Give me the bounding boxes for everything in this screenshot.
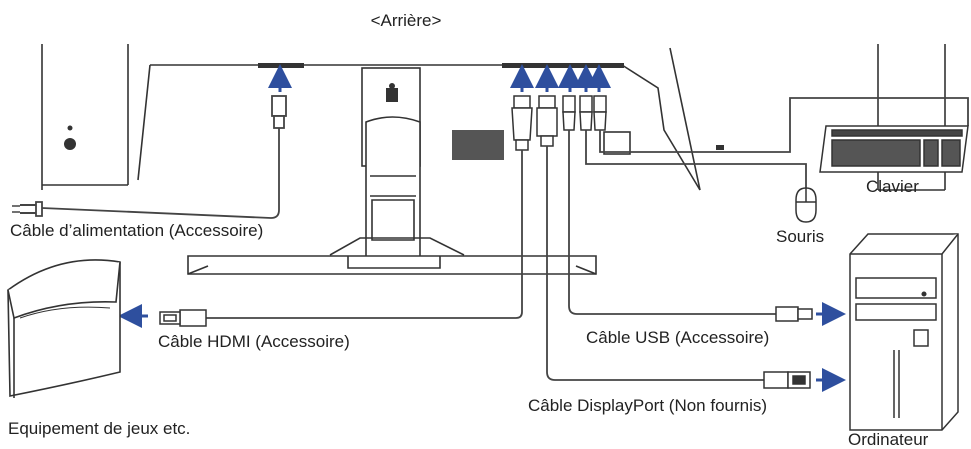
keyboard-label: Clavier [866,177,919,196]
game-device-label: Equipement de jeux etc. [8,419,191,438]
mouse [795,187,817,223]
usb-plug [775,306,813,322]
power-cable [12,95,287,219]
power-cable-label: Câble d’alimentation (Accessoire) [10,221,264,240]
connection-arrows [118,64,846,392]
computer-label: Ordinateur [848,430,929,449]
usb-cable-label: Câble USB (Accessoire) [586,328,770,347]
mouse-label: Souris [776,227,825,246]
keyboard [819,125,969,173]
displayport-cable-label: Câble DisplayPort (Non fournis) [528,396,768,415]
monitor-connectors [511,95,607,151]
game-device [7,259,121,398]
view-label: <Arrière> [370,11,442,30]
hdmi-plug [159,309,207,327]
hdmi-cable-label: Câble HDMI (Accessoire) [158,332,350,351]
computer [849,233,959,431]
monitor-rear [41,44,946,275]
signal-cables [206,97,969,381]
displayport-plug [763,371,811,389]
